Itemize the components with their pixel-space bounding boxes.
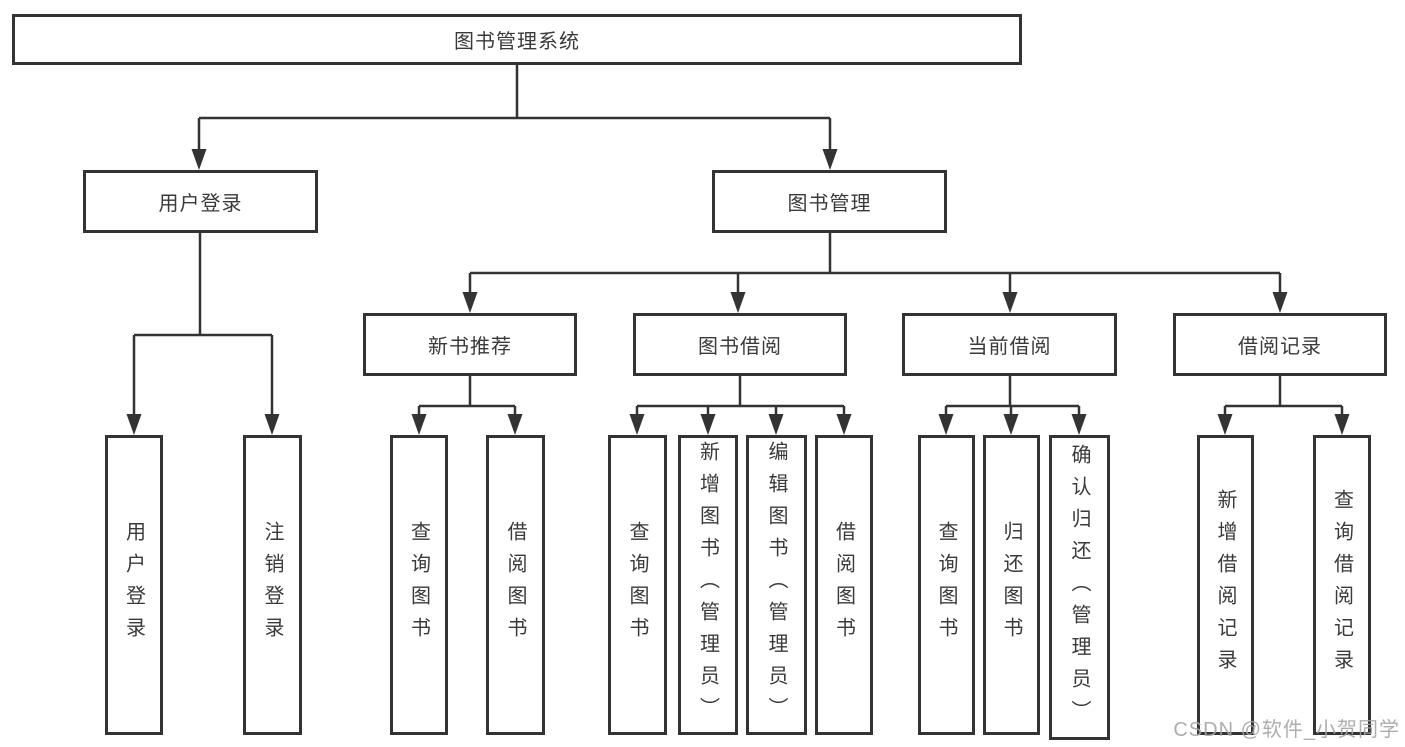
node-root-label: 图书管理系统 (454, 31, 580, 53)
node-bb-edit-books-admin: 编辑图书（管理员） (746, 435, 807, 735)
node-user-login-leaf: 用户登录 (105, 435, 163, 735)
node-book-management-label: 图书管理 (787, 193, 872, 215)
node-br-query-record-label: 查询借阅记录 (1330, 489, 1353, 681)
node-borrowing-records: 借阅记录 (1173, 313, 1387, 376)
node-bb-add-books-admin: 新增图书（管理员） (678, 435, 738, 735)
node-root: 图书管理系统 (12, 14, 1022, 65)
node-bb-borrow-books: 借阅图书 (815, 435, 873, 735)
node-nbr-query-books-label: 查询图书 (407, 521, 430, 649)
node-current-borrowing-label: 当前借阅 (967, 336, 1052, 358)
watermark: CSDN @软件_小贺同学 (1173, 719, 1400, 741)
node-book-management: 图书管理 (712, 170, 947, 233)
node-br-query-record: 查询借阅记录 (1313, 435, 1371, 735)
node-bb-query-books-label: 查询图书 (626, 521, 648, 649)
node-user-login: 用户登录 (83, 170, 318, 233)
node-current-borrowing: 当前借阅 (902, 313, 1117, 376)
node-logout-leaf: 注销登录 (243, 435, 302, 735)
node-bb-query-books: 查询图书 (608, 435, 667, 735)
node-br-add-record-label: 新增借阅记录 (1214, 489, 1236, 681)
node-cb-return-books-label: 归还图书 (1000, 521, 1022, 649)
node-bb-edit-books-admin-label: 编辑图书（管理员） (765, 441, 787, 729)
node-book-borrowing: 图书借阅 (633, 313, 847, 376)
node-bb-add-books-admin-label: 新增图书（管理员） (696, 441, 719, 729)
node-cb-query-books: 查询图书 (918, 435, 975, 735)
node-user-login-leaf-label: 用户登录 (122, 521, 145, 649)
node-logout-leaf-label: 注销登录 (261, 521, 283, 649)
node-cb-confirm-return-admin-label: 确认归还（管理员） (1068, 443, 1090, 732)
node-user-login-label: 用户登录 (158, 193, 243, 215)
node-new-book-recommend-label: 新书推荐 (428, 336, 512, 358)
node-borrowing-records-label: 借阅记录 (1238, 336, 1322, 358)
node-nbr-query-books: 查询图书 (390, 435, 448, 735)
node-book-borrowing-label: 图书借阅 (698, 336, 782, 358)
connector-paths (132, 64, 1344, 421)
node-nbr-borrow-books: 借阅图书 (486, 435, 545, 735)
node-cb-return-books: 归还图书 (983, 435, 1040, 735)
node-nbr-borrow-books-label: 借阅图书 (504, 521, 526, 649)
node-br-add-record: 新增借阅记录 (1197, 435, 1254, 735)
node-cb-query-books-label: 查询图书 (935, 521, 957, 649)
node-bb-borrow-books-label: 借阅图书 (832, 521, 855, 649)
node-cb-confirm-return-admin: 确认归还（管理员） (1049, 435, 1110, 740)
node-new-book-recommend: 新书推荐 (363, 313, 577, 376)
